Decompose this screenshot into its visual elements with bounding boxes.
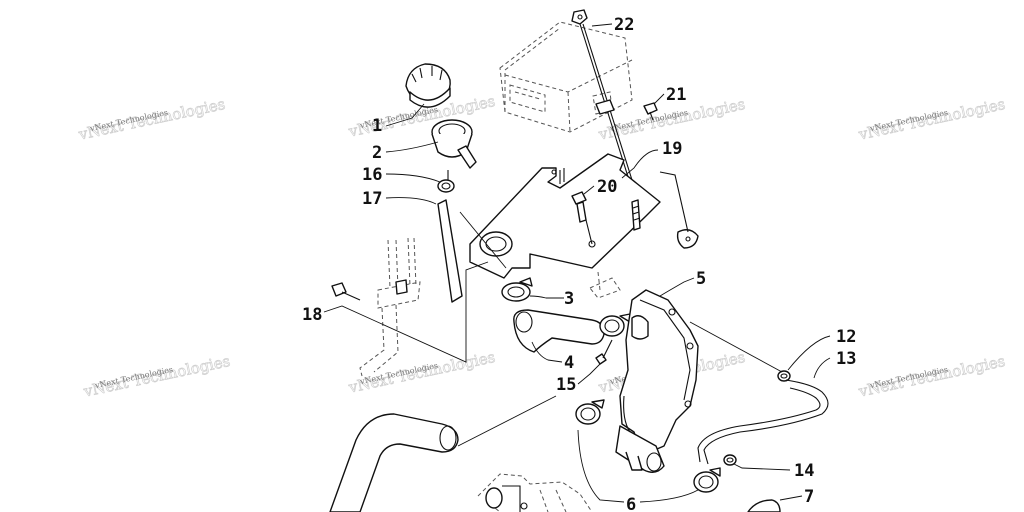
clamp-16 (437, 179, 455, 193)
clamp-12 (777, 370, 791, 382)
watermark: vNext Technologies vNext Technologies (81, 352, 232, 401)
callout-7: 7 (804, 487, 814, 507)
callout-18: 18 (302, 305, 322, 325)
leader-mount (659, 171, 689, 233)
bolt-21 (643, 102, 658, 121)
callout-16: 16 (362, 165, 382, 185)
nut-22 (571, 9, 588, 25)
callout-1: 1 (372, 116, 382, 136)
callout-15: 15 (556, 375, 576, 395)
filler-neck-2 (431, 119, 477, 169)
control-module (499, 21, 633, 133)
callout-6: 6 (626, 495, 636, 512)
bolt-20 (571, 191, 593, 245)
callout-2: 2 (372, 143, 382, 163)
watermark: vNext Technologies vNext Technologies (856, 95, 1007, 144)
pad (589, 277, 621, 299)
callout-12: 12 (836, 327, 856, 347)
filler-cap-1 (405, 63, 451, 108)
callout-19: 19 (662, 139, 682, 159)
grommet (595, 99, 615, 115)
clamp-3-upper (501, 277, 533, 302)
thermostat-housing-5 (615, 289, 699, 473)
callouts: 1 2 3 4 5 6 7 12 13 14 15 16 17 18 19 20… (302, 15, 856, 512)
screw-15 (595, 339, 613, 365)
callout-5: 5 (696, 269, 706, 289)
callout-17: 17 (362, 189, 382, 209)
clamp-6-lower (693, 467, 721, 493)
radiator-hose (329, 413, 459, 512)
screw-18 (331, 282, 361, 301)
stud (631, 199, 641, 231)
bypass-hose-13 (697, 379, 829, 465)
connector-harness (359, 237, 421, 377)
callout-20: 20 (597, 177, 617, 197)
callout-22: 22 (614, 15, 634, 35)
leader-hose (457, 395, 557, 447)
clamp-3-lower (599, 313, 631, 337)
watermark: vNext Technologies vNext Technologies (346, 348, 497, 397)
clamp-6-upper (575, 399, 605, 425)
leader-lines (323, 23, 831, 503)
vent-hose-17 (437, 199, 463, 303)
callout-13: 13 (836, 349, 856, 369)
watermark: vNext Technologies vNext Technologies (76, 95, 227, 144)
hose-7 (747, 499, 781, 512)
engine-area (477, 473, 593, 512)
callout-21: 21 (666, 85, 686, 105)
watermark: vNext Technologies vNext Technologies (856, 352, 1007, 401)
callout-3: 3 (564, 289, 574, 309)
rubber-mount (676, 229, 699, 249)
clamp-14 (723, 454, 737, 466)
elbow-hose-4 (513, 309, 605, 353)
callout-14: 14 (794, 461, 814, 481)
callout-4: 4 (564, 353, 574, 373)
